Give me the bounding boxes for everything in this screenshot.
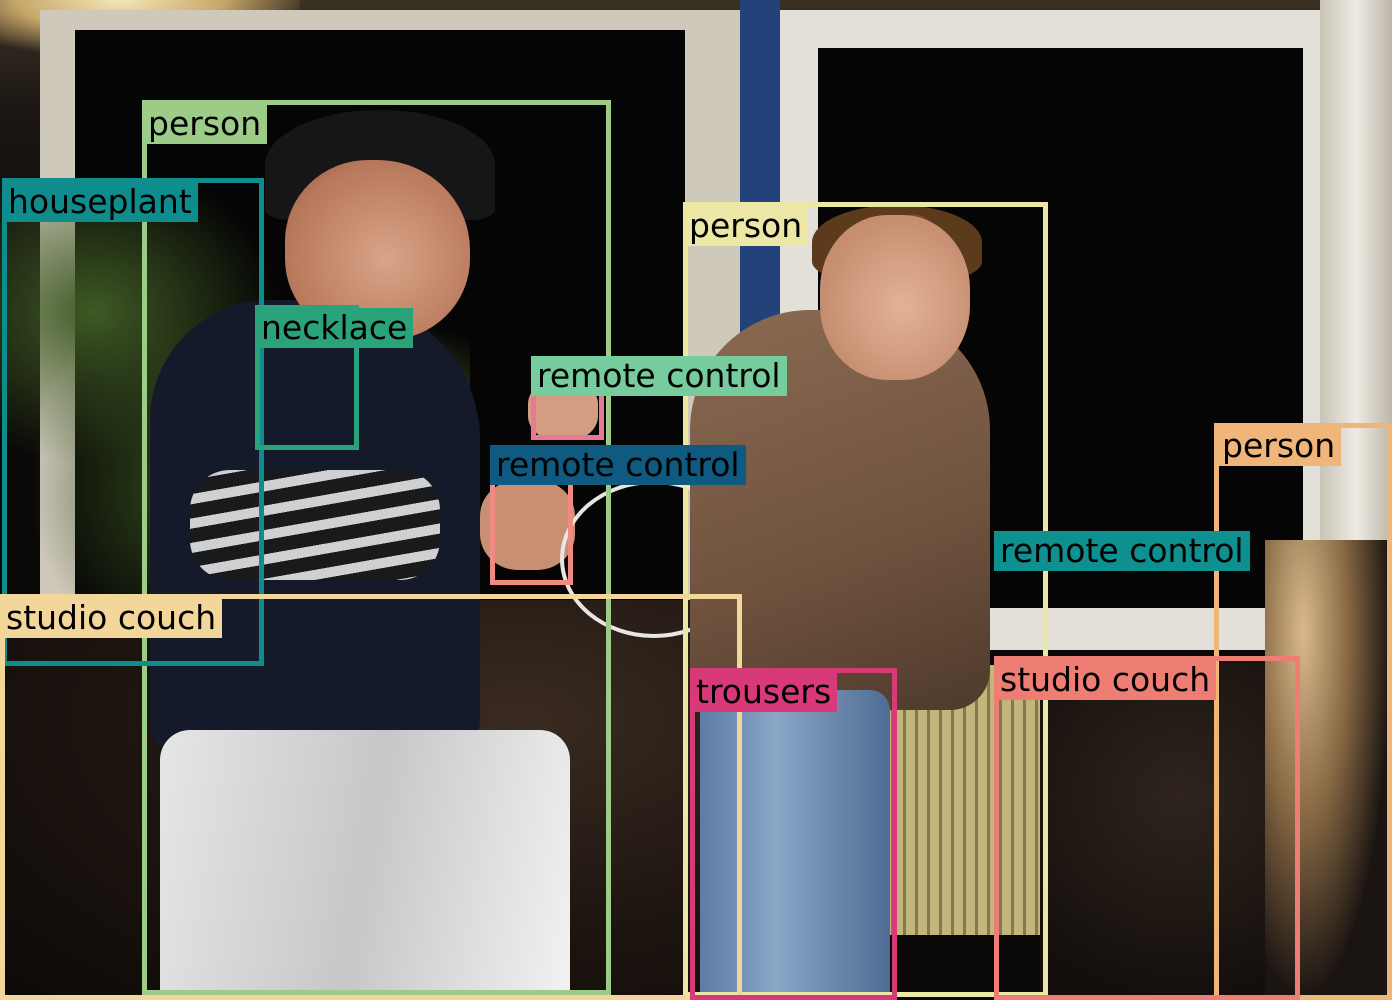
label-remote-control-2: remote control <box>490 445 746 485</box>
bbox-studio-couch-1 <box>0 594 742 1000</box>
bbox-person-3 <box>1214 423 1392 1000</box>
person-2-jeans <box>700 690 890 1000</box>
label-studio-couch-2: studio couch <box>994 660 1217 700</box>
label-person-2: person <box>683 206 809 246</box>
bbox-person-2 <box>683 202 1048 997</box>
bbox-studio-couch-2 <box>994 656 1300 1000</box>
person-2-head <box>820 215 970 380</box>
label-necklace: necklace <box>255 308 414 348</box>
label-trousers: trousers <box>690 672 838 712</box>
label-person-1: person <box>142 104 268 144</box>
person-3-fur-hood <box>1265 540 1392 1000</box>
label-person-3: person <box>1216 426 1342 466</box>
bbox-trousers <box>690 668 897 1000</box>
bbox-person-1 <box>142 100 611 995</box>
label-remote-control-3: remote control <box>994 531 1250 571</box>
person-1-fist <box>480 480 575 570</box>
person-1-striped-sleeve <box>190 470 440 580</box>
person-1-pants <box>160 730 570 1000</box>
label-houseplant: houseplant <box>2 182 198 222</box>
bbox-necklace <box>255 305 359 450</box>
bbox-houseplant <box>2 178 264 666</box>
label-studio-couch-1: studio couch <box>0 598 223 638</box>
label-remote-control-1: remote control <box>531 356 787 396</box>
